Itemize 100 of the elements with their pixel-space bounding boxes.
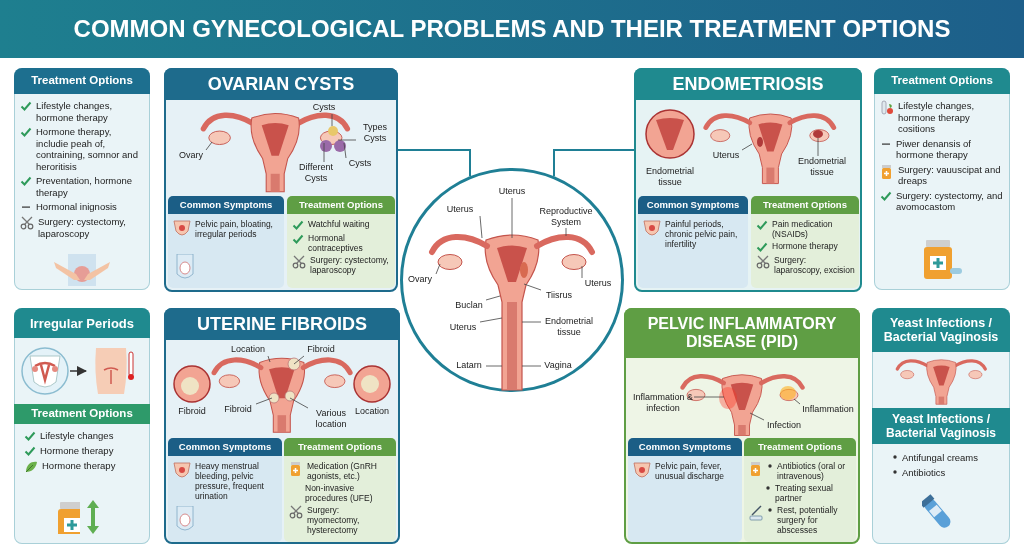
part-label: Fibroid xyxy=(220,404,256,416)
arrow xyxy=(69,365,88,377)
part-label: Uterus xyxy=(446,322,480,334)
list-item: Rest, potentially surgery for abscesses xyxy=(777,505,839,535)
leader-line xyxy=(565,227,567,237)
list-item: Surgery: cystectomy, laparoscopy xyxy=(38,216,127,239)
part-label: Location xyxy=(354,406,390,418)
leader-line xyxy=(343,142,347,159)
list-item: Antibiotics (oral or intravenous) xyxy=(777,461,847,481)
disease-panel xyxy=(624,308,860,544)
info-panel xyxy=(872,308,1010,544)
section-header: Treatment Options xyxy=(744,438,856,456)
part-label: Different Cysts xyxy=(294,162,338,184)
symptom-text: Pelvic pain, fever, unusual discharge xyxy=(655,461,725,481)
info-panel xyxy=(14,308,150,544)
panel-header: Treatment Options xyxy=(14,68,150,94)
title: COMMON GYNECOLOGICAL PROBLEMS AND THEIR TREATMENT OPTIONS xyxy=(0,0,1024,58)
leader-line xyxy=(511,197,513,239)
part-label: Endometrial tissue xyxy=(646,166,694,188)
part-label: Uterus xyxy=(492,186,532,198)
part-label: Endometrial tissue xyxy=(541,316,597,338)
symptoms-panel xyxy=(628,438,742,542)
part-label: Reproductive System xyxy=(536,206,596,228)
disease-panel xyxy=(164,308,400,544)
section-header: Common Symptoms xyxy=(168,438,282,456)
section-header: Common Symptoms xyxy=(168,196,284,214)
list-item: Medication (GnRH agonists, etc.) xyxy=(307,461,378,481)
list-item: Hormone therapy xyxy=(772,241,838,251)
section-header: Treatment Options xyxy=(14,404,150,424)
part-label: Ovary xyxy=(176,150,206,162)
list-item: Hormone therapy, includie peah of, contraining, somnor and heroritisis xyxy=(36,126,139,172)
list-item: Lifestyle changes, hormone therapy xyxy=(36,100,114,123)
leader-line xyxy=(793,398,801,405)
section-header: Treatment Options xyxy=(287,196,395,214)
leader-line xyxy=(741,143,753,151)
part-label: Uterus xyxy=(580,278,616,290)
list-item: Preventation, hormone therapy xyxy=(36,175,134,198)
section-header: Common Symptoms xyxy=(628,438,742,456)
leader-line xyxy=(693,396,725,398)
uterus-drawing xyxy=(747,110,793,186)
list-item: Hormone therapy xyxy=(42,460,116,472)
symptoms-panel xyxy=(638,196,748,288)
list-item: Non-invasive procedures (UFE) xyxy=(305,483,374,503)
list-item: Hormone therapy xyxy=(40,445,114,457)
leader-line xyxy=(521,365,542,367)
disease-panel xyxy=(634,68,862,292)
leader-line xyxy=(485,365,503,367)
leader-line xyxy=(323,142,325,163)
section-header: Common Symptoms xyxy=(638,196,748,214)
connector-line xyxy=(553,149,635,178)
info-panel xyxy=(874,68,1010,290)
treatment-panel xyxy=(744,438,856,542)
leader-line xyxy=(267,355,271,363)
list-item: Piwer denansis of hormone therapy xyxy=(896,137,972,161)
part-label: Vagina xyxy=(541,360,575,372)
list-item: Antibiotics xyxy=(902,466,946,478)
part-label: Buclan xyxy=(452,300,486,312)
panel-title: UTERINE FIBROIDS xyxy=(164,308,400,340)
leader-line xyxy=(331,113,333,127)
part-label: Fibroid xyxy=(177,406,207,418)
list-item: Surgery: cystectomy, laparoscopy xyxy=(310,255,390,275)
treatment-panel xyxy=(751,196,859,288)
panel-header: Treatment Options xyxy=(874,68,1010,94)
part-label: Latarn xyxy=(452,360,486,372)
panel-title: ENDOMETRIOSIS xyxy=(634,68,862,100)
list-item: Lifestyle changes, hormone therapy cositions xyxy=(898,100,976,135)
leader-line xyxy=(479,317,503,323)
section-header: Yeast Infections / Bacterial Vaginosis xyxy=(872,408,1010,444)
list-item: Watchful waiting xyxy=(308,219,370,229)
panel-header: Irregular Periods xyxy=(14,308,150,338)
list-item: Surgery: cystectomy, and avomocastom xyxy=(896,189,1004,213)
symptom-text: Pelvic pain, bloating, irregular periods xyxy=(195,219,274,239)
leader-line xyxy=(485,295,501,301)
leader-line xyxy=(523,283,542,291)
list-item: Lifestyle changes xyxy=(40,430,114,442)
symptoms-panel xyxy=(168,438,282,542)
treatment-panel xyxy=(287,196,395,288)
symptoms-panel xyxy=(168,196,284,288)
section-header: Treatment Options xyxy=(284,438,396,456)
panel-title: PELVIC INFLAMMATORY DISEASE (PID) xyxy=(624,308,860,358)
part-label: Ovary xyxy=(404,274,436,286)
leader-line xyxy=(749,412,765,421)
leader-line xyxy=(479,215,483,239)
leader-line xyxy=(293,355,305,365)
list-item: Antifungal creams xyxy=(902,452,979,464)
leader-line xyxy=(581,265,583,279)
part-label: Inflammation xyxy=(800,404,856,416)
part-label: Cysts xyxy=(346,158,374,170)
info-panel xyxy=(14,68,150,290)
list-item: Surgery: myomectomy, hysterectomy xyxy=(307,505,361,535)
symptom-text: Painful periods, chronic pelvic pain, infertility xyxy=(665,219,739,249)
list-item: Treating sexual partner xyxy=(775,483,834,503)
part-label: Tiisrus xyxy=(541,290,577,302)
disease-panel xyxy=(164,68,398,292)
list-item: Hormonal inignosis xyxy=(36,201,117,213)
leader-line xyxy=(521,321,542,323)
symptom-text: Heavy menstrual bleeding, pelvic pressure, frequent urination xyxy=(195,461,265,501)
list-item: Pain medication (NSAIDs) xyxy=(772,219,834,239)
part-label: Types Cysts xyxy=(356,122,394,144)
part-label: Inflammation & infection xyxy=(632,392,694,414)
